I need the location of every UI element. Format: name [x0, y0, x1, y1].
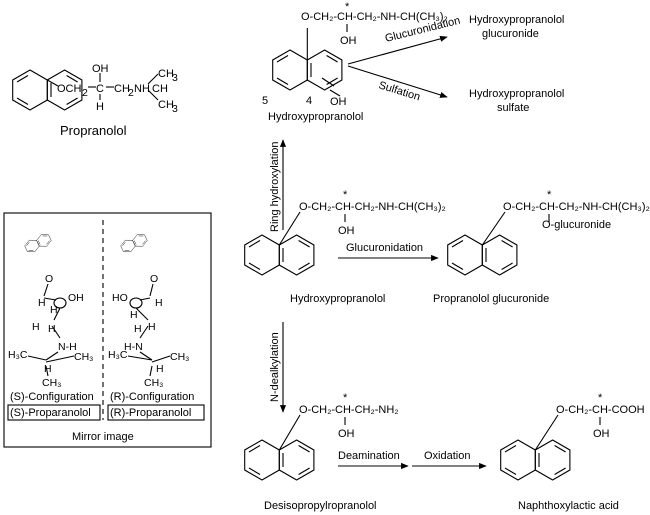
svg-text:HO: HO — [112, 292, 128, 304]
glucuronidation-arrow-top — [347, 35, 448, 65]
svg-text:*: * — [345, 1, 350, 13]
hydroxypropranolol-mid-name: Hydroxypropranolol — [290, 293, 385, 305]
chain-lactic: O-CH₂-CH-COOH — [556, 404, 645, 416]
naphthoxylactic-name: Naphthoxylactic acid — [518, 500, 619, 512]
svg-text:H: H — [44, 363, 52, 375]
svg-text:OH: OH — [338, 428, 355, 440]
svg-text:OH: OH — [593, 428, 610, 440]
ring-position-5: 5 — [262, 95, 268, 107]
propranolol-glucuronide-name: Propranolol glucuronide — [433, 293, 549, 305]
propranolol-carbon: C — [96, 83, 104, 95]
svg-text:OH: OH — [338, 225, 355, 237]
svg-text:N-H: N-H — [58, 341, 77, 353]
r-proparanolol-label: (R)-Proparanolol — [110, 407, 191, 419]
chiral-center-r — [129, 297, 143, 309]
svg-text:CH₃: CH₃ — [144, 377, 163, 389]
propranolol-glucuronide: O-CH₂-CH-CH₂-NH-CH(CH₃)₂ * O-glucuronide… — [433, 189, 650, 305]
svg-text:H: H — [134, 323, 142, 335]
r-enantiomer: O H HO H H H H-N H₃C H CH₃ CH₃ — [108, 231, 189, 389]
svg-text:*: * — [547, 189, 552, 201]
svg-text:OH: OH — [340, 35, 357, 47]
ring-position-4: 4 — [306, 95, 312, 107]
sulfation-arrow — [347, 65, 448, 98]
svg-text:H₃C: H₃C — [8, 349, 28, 361]
svg-text:3: 3 — [172, 103, 178, 115]
propranolol-oh: OH — [92, 63, 109, 75]
svg-text:H: H — [148, 321, 156, 333]
chain-top: O-CH₂-CH-CH₂-NH-CH(CH₃)₂ — [301, 11, 448, 23]
sulfation-label: Sulfation — [377, 79, 421, 103]
propranolol-sub: 2 — [82, 87, 88, 99]
oxidation-label: Oxidation — [424, 450, 470, 462]
svg-text:H: H — [130, 309, 138, 321]
s-name-box — [7, 404, 101, 421]
svg-text:CH₃: CH₃ — [170, 351, 189, 363]
desisopropyl-name: Desisopropylropranolol — [264, 500, 377, 512]
r-configuration-label: (R)-Configuration — [110, 391, 194, 403]
propranolol-isopropyl: CH — [152, 83, 168, 95]
svg-text:OH: OH — [68, 292, 84, 304]
svg-text:O: O — [150, 273, 158, 285]
hydroxypropranolol-mid: O-CH₂-CH-CH₂-NH-CH(CH₃)₂ * OH Hydroxypro… — [244, 189, 446, 305]
chain-glucuronide: O-CH₂-CH-CH₂-NH-CH(CH₃)₂ — [503, 201, 650, 213]
stereo-frame — [3, 212, 212, 448]
propranolol-ch: CH — [114, 83, 130, 95]
propranolol-nh: NH — [134, 83, 150, 95]
chain-desisopropyl: O-CH₂-CH-CH₂-NH₂ — [299, 404, 399, 416]
svg-text:H: H — [155, 297, 163, 309]
hydroxy-glucuronide-name-2: glucuronide — [482, 28, 539, 40]
propranolol-name: Propranolol — [60, 123, 127, 138]
svg-text:H₃C: H₃C — [108, 349, 128, 361]
svg-text:CH₃: CH₃ — [42, 377, 61, 389]
s-enantiomer: O H H OH H H N-H H₃C H CH₃ CH₃ — [8, 231, 93, 389]
mirror-image-label: Mirror image — [72, 431, 134, 443]
ring-hydroxylation-label: Ring hydroxylation — [269, 142, 281, 233]
propranolol-ochain: OCH — [57, 83, 82, 95]
svg-text:*: * — [343, 392, 348, 404]
propranolol-ch3-top: CH — [158, 68, 174, 80]
svg-text:H: H — [156, 363, 164, 375]
chain-mid: O-CH₂-CH-CH₂-NH-CH(CH₃)₂ — [299, 201, 446, 213]
deamination-label: Deamination — [338, 450, 400, 462]
s-configuration-label: (S)-Configuration — [10, 391, 94, 403]
svg-text:H: H — [50, 304, 58, 316]
hydroxy-sulfate-name-1: Hydroxypropranolol — [469, 88, 564, 100]
naphthoxylactic-acid: O-CH₂-CH-COOH * OH Naphthoxylactic acid — [500, 392, 645, 512]
hydroxypropranolol-top: O-CH₂-CH-CH₂-NH-CH(CH₃)₂ * OH OH 5 4 Hyd… — [262, 1, 448, 123]
propranolol-ch3-bottom: CH — [158, 99, 174, 111]
hydroxy-sulfate-name-2: sulfate — [497, 102, 529, 114]
s-proparanolol-label: (S)-Proparanolol — [10, 407, 91, 419]
n-dealkylation-label: N-dealkylation — [269, 332, 281, 402]
svg-text:H: H — [38, 297, 46, 309]
svg-text:2: 2 — [128, 87, 134, 99]
svg-text:3: 3 — [172, 72, 178, 84]
svg-text:H: H — [32, 321, 40, 333]
r-name-box — [107, 404, 205, 421]
ring-oh: OH — [330, 96, 347, 108]
hydroxypropranolol-top-name: Hydroxypropranolol — [268, 111, 363, 123]
stereo-box: O H H OH H H N-H H₃C H CH₃ CH₃ O — [3, 212, 212, 448]
svg-text:O: O — [45, 273, 53, 285]
hydroxy-glucuronide-name-1: Hydroxypropranolol — [469, 14, 564, 26]
chiral-center-s — [53, 297, 67, 309]
desisopropylpropranolol: O-CH₂-CH-CH₂-NH₂ * OH Desisopropylropran… — [244, 392, 399, 512]
glucuronidation-label-mid: Glucuronidation — [346, 242, 423, 254]
svg-text:*: * — [598, 392, 603, 404]
svg-text:H-N: H-N — [124, 341, 143, 353]
svg-text:*: * — [343, 189, 348, 201]
svg-text:CH₃: CH₃ — [74, 351, 93, 363]
propranolol-h: H — [96, 101, 104, 113]
propranolol-structure: OCH 2 C OH H CH 2 NH CH CH 3 CH 3 Propra… — [12, 63, 178, 138]
o-glucuronide-label: O-glucuronide — [542, 219, 611, 231]
svg-text:H: H — [48, 323, 56, 335]
